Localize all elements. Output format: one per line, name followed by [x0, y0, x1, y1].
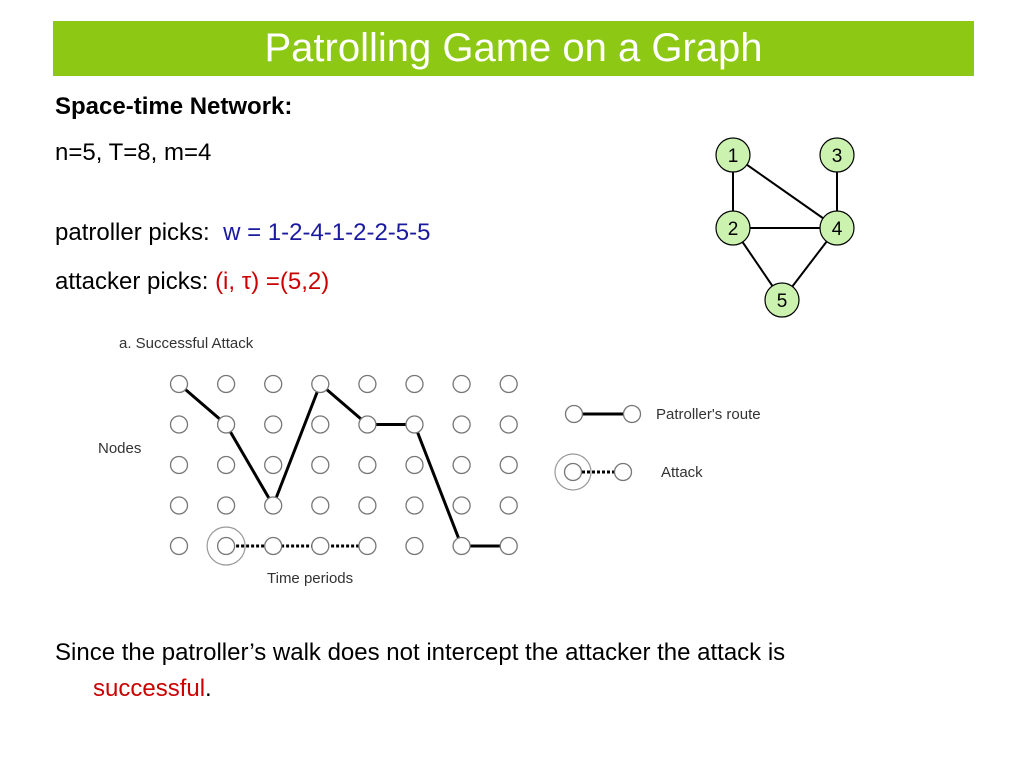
graph-node-label-2: 2: [728, 219, 739, 240]
graph-node-2: [715, 210, 751, 246]
grid-node-n3-t5: [358, 455, 377, 475]
route-segment-3: [271, 382, 322, 507]
grid-node-n4-t2: [216, 496, 236, 515]
graph-node-label-4: 4: [832, 219, 843, 240]
nodes-axis-label: Nodes: [98, 440, 141, 457]
route-segment-1: [177, 382, 228, 426]
grid-node-n5-t1: [169, 536, 189, 556]
grid-node-n4-t4: [311, 496, 330, 515]
grid-node-n4-t5: [358, 496, 377, 515]
grid-node-n2-t4: [311, 415, 330, 434]
legend-route-label: Patroller's route: [656, 406, 761, 423]
graph-node-4: [819, 210, 855, 246]
time-axis-label: Time periods: [267, 570, 353, 587]
grid-node-n2-t7: [452, 415, 471, 434]
grid-node-n3-t8: [499, 455, 518, 475]
grid-node-n5-t6: [405, 536, 424, 556]
graph-node-5: [764, 282, 800, 318]
route-segment-4: [318, 382, 369, 426]
attacker-label: attacker picks:: [55, 268, 209, 295]
attacker-line: attacker picks: (i, τ) =(5,2): [55, 268, 329, 296]
patroller-label: patroller picks:: [55, 219, 210, 246]
grid-node-n2-t5: [358, 415, 377, 434]
grid-node-n1-t4: [311, 374, 330, 394]
grid-node-n1-t3: [264, 374, 283, 394]
grid-node-n1-t1: [169, 374, 189, 394]
grid-node-n3-t7: [452, 455, 471, 475]
figure-caption: a. Successful Attack: [119, 335, 254, 352]
grid-node-n2-t3: [264, 415, 283, 434]
attack-start-ring: [206, 526, 246, 566]
legend-attack-node-a: [563, 462, 583, 482]
grid-node-n1-t5: [358, 374, 377, 394]
grid-node-n4-t3: [264, 496, 283, 515]
grid-node-n4-t1: [169, 496, 189, 515]
grid-node-n1-t2: [216, 374, 236, 394]
graph-node-label-3: 3: [832, 146, 843, 167]
grid-node-n1-t6: [405, 374, 424, 394]
legend-attack-node-b: [613, 462, 633, 482]
conclusion-text: Since the patroller’s walk does not inte…: [55, 639, 786, 666]
grid-node-n3-t3: [264, 455, 283, 475]
conclusion: Since the patroller’s walk does not inte…: [55, 635, 975, 707]
grid-node-n1-t7: [452, 374, 471, 394]
slide-title: Patrolling Game on a Graph: [264, 26, 763, 70]
grid-node-n3-t4: [311, 455, 330, 475]
space-time-figure: a. Successful Attack Nodes Time periods …: [98, 335, 761, 587]
graph-node-3: [819, 137, 855, 173]
grid-node-n5-t4: [311, 536, 330, 556]
legend-attack-ring: [554, 453, 592, 491]
legend-attack-label: Attack: [661, 464, 703, 481]
graph-diagram: 1 2 3 4 5: [715, 137, 855, 318]
grid-node-n5-t5: [358, 536, 377, 556]
grid-node-n5-t2: [216, 536, 236, 556]
grid-node-n2-t6: [405, 415, 424, 434]
section-heading: Space-time Network:: [55, 93, 293, 120]
patroller-walk: w = 1-2-4-1-2-2-5-5: [223, 219, 431, 246]
conclusion-highlight: successful: [93, 675, 206, 702]
grid-node-n4-t8: [499, 496, 518, 515]
parameters-text: n=5, T=8, m=4: [55, 139, 212, 166]
grid-node-n1-t8: [499, 374, 518, 394]
attacker-choice: (i, τ) =(5,2): [215, 268, 330, 295]
title-bar: Patrolling Game on a Graph: [53, 21, 974, 76]
graph-node-label-5: 5: [777, 291, 788, 312]
grid-node-n3-t1: [169, 455, 189, 475]
grid-node-n5-t8: [499, 536, 518, 556]
patroller-line: patroller picks: w = 1-2-4-1-2-2-5-5: [55, 219, 431, 247]
grid-node-n4-t7: [452, 496, 471, 515]
graph-edge-1-4: [732, 154, 838, 229]
graph-node-label-1: 1: [728, 146, 739, 167]
grid-node-n5-t3: [264, 536, 283, 556]
grid-node-n3-t2: [216, 455, 236, 475]
route-segment-2: [224, 423, 275, 507]
grid-node-n4-t6: [405, 496, 424, 515]
grid-node-n5-t7: [452, 536, 471, 556]
grid-node-n2-t2: [216, 415, 236, 434]
conclusion-end: .: [205, 675, 212, 702]
legend-route-node-b: [622, 404, 642, 424]
legend-route-node-a: [564, 404, 584, 424]
grid-node-n3-t6: [405, 455, 424, 475]
grid-node-n2-t8: [499, 415, 518, 434]
route-segment-6: [413, 423, 464, 548]
graph-node-1: [715, 137, 751, 173]
grid-node-n2-t1: [169, 415, 189, 434]
